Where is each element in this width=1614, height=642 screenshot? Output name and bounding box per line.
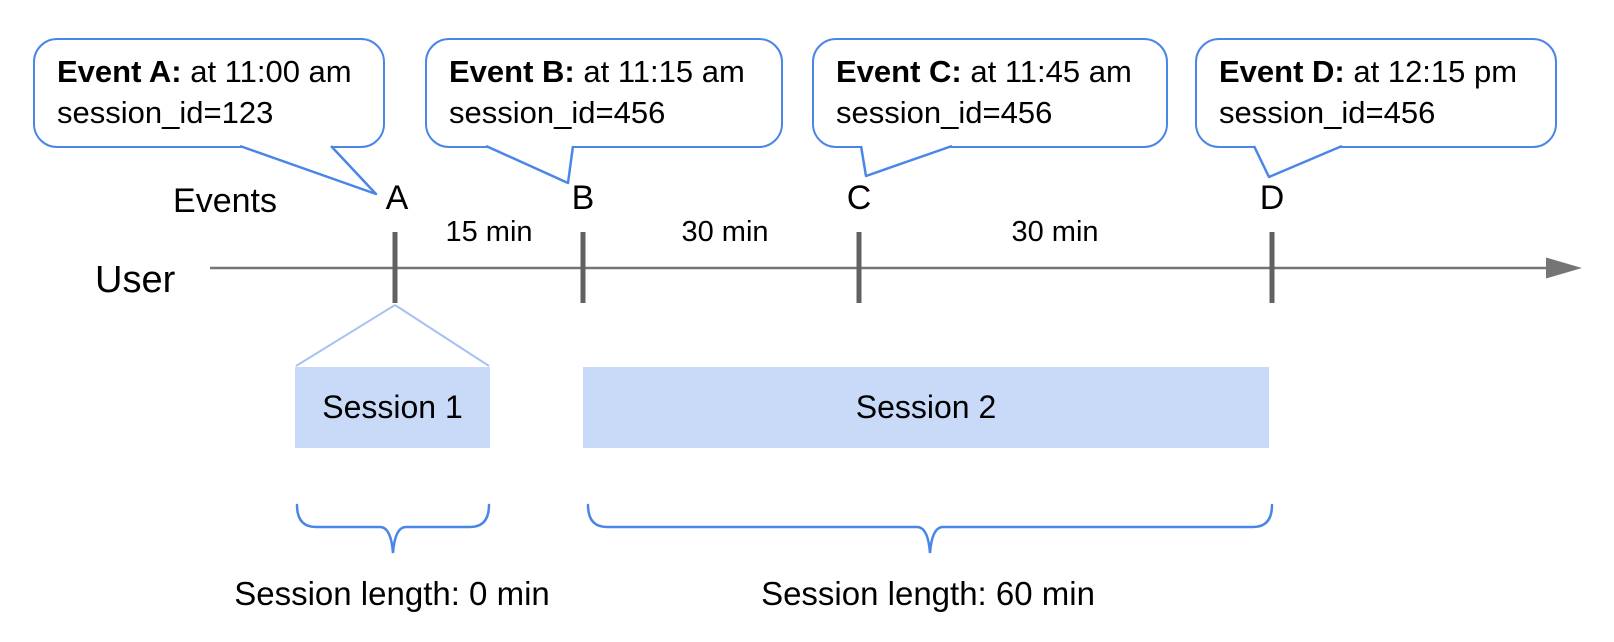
session-1-label: Session 1: [322, 389, 463, 425]
event-b-marker-label: B: [571, 179, 595, 217]
interval-label-a-b: 15 min: [445, 216, 533, 248]
session-1-funnel-left-line: [295, 304, 396, 367]
event-b-callout: Event B: at 11:15 am session_id=456: [425, 38, 783, 148]
session-2-label: Session 2: [855, 389, 997, 425]
event-a-session-id: session_id=123: [57, 95, 274, 130]
event-d-marker-label: D: [1259, 179, 1285, 217]
session-2-length-label: Session length: 60 min: [761, 575, 1095, 612]
interval-label-b-c: 30 min: [681, 216, 769, 248]
events-axis-label: Events: [173, 182, 277, 220]
event-d-name: Event D:: [1219, 54, 1345, 89]
event-d-session-id: session_id=456: [1219, 95, 1436, 130]
event-a-marker-label: A: [385, 179, 409, 217]
event-c-callout: Event C: at 11:45 am session_id=456: [812, 38, 1168, 148]
event-a-callout: Event A: at 11:00 am session_id=123: [33, 38, 385, 148]
event-a-callout-line1: Event A: at 11:00 am: [57, 51, 383, 92]
user-axis-label: User: [95, 259, 176, 301]
event-d-callout-line1: Event D: at 12:15 pm: [1219, 51, 1555, 92]
session-1-box: Session 1: [295, 367, 490, 448]
event-c-time: at 11:45 am: [961, 54, 1132, 89]
callout-tail-d: [1252, 144, 1343, 179]
event-c-name: Event C:: [836, 54, 962, 89]
event-b-time: at 11:15 am: [574, 54, 745, 89]
session-1-length-label: Session length: 0 min: [234, 575, 550, 612]
event-c-session-id: session_id=456: [836, 95, 1053, 130]
event-c-callout-line1: Event C: at 11:45 am: [836, 51, 1166, 92]
event-a-name: Event A:: [57, 54, 182, 89]
event-a-time: at 11:00 am: [181, 54, 352, 89]
session-2-box: Session 2: [583, 367, 1269, 448]
session-1-brace: [295, 503, 491, 554]
session-2-brace: [586, 503, 1274, 554]
timeline-arrowhead-icon: [1546, 257, 1582, 279]
event-c-marker-label: C: [846, 179, 872, 217]
callout-tail-c: [859, 144, 953, 178]
interval-label-c-d: 30 min: [1011, 216, 1099, 248]
event-b-session-id: session_id=456: [449, 95, 666, 130]
session-1-funnel-right-line: [394, 304, 490, 367]
event-b-callout-line1: Event B: at 11:15 am: [449, 51, 781, 92]
event-d-time: at 12:15 pm: [1344, 54, 1518, 89]
event-d-callout: Event D: at 12:15 pm session_id=456: [1195, 38, 1557, 148]
event-b-name: Event B:: [449, 54, 575, 89]
